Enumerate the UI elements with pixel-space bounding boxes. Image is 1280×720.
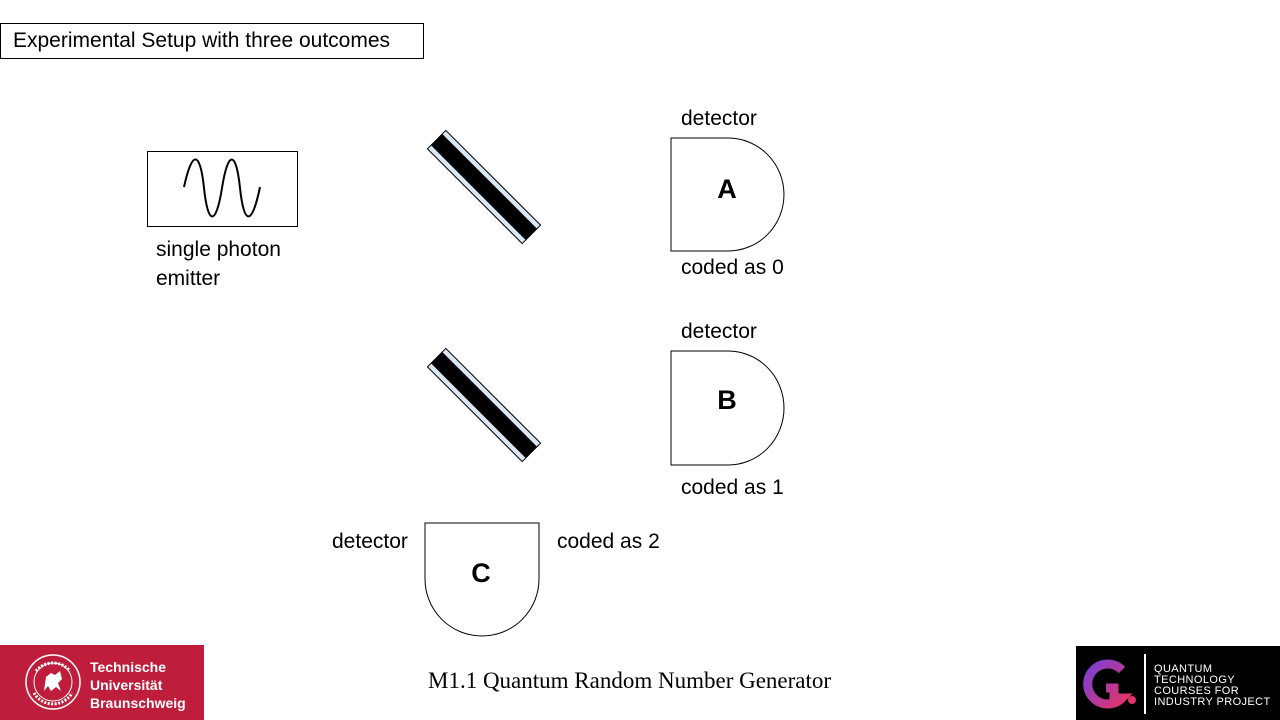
tu-logo-line2: Universität (90, 677, 163, 693)
qt-brand-icon (1083, 659, 1136, 709)
beam-splitter-upper (426, 129, 542, 245)
footer-title: M1.1 Quantum Random Number Generator (428, 668, 832, 693)
slide-title: Experimental Setup with three outcomes (0, 23, 424, 59)
detector-c-caption: detector (332, 530, 408, 553)
qt-logo-line3: COURSES FOR (1154, 685, 1240, 697)
qt-logo-line4: INDUSTRY PROJECT (1154, 696, 1271, 708)
emitter-label: single photon emitter (156, 235, 281, 293)
detector-a-coding: coded as 0 (681, 256, 784, 279)
qt-logo-line1: QUANTUM (1154, 663, 1213, 675)
university-seal-icon (25, 654, 81, 710)
tu-logo-line3: Braunschweig (90, 695, 186, 711)
detector-c-shape (424, 522, 540, 637)
emitter-label-line1: single photon (156, 238, 281, 261)
qt-logo-line2: TECHNOLOGY (1154, 674, 1236, 686)
detector-b-letter: B (717, 385, 737, 415)
tu-logo-text: Technische Universität Braunschweig (90, 658, 186, 712)
beam-splitter-lower (426, 347, 542, 463)
qt-logo-divider (1144, 654, 1146, 714)
detector-c-coding: coded as 2 (557, 530, 660, 553)
detector-a-letter: A (717, 174, 737, 204)
detector-b-coding: coded as 1 (681, 476, 784, 499)
detector-a-caption: detector (681, 107, 757, 130)
qt-logo-text: QUANTUM TECHNOLOGY COURSES FOR INDUSTRY … (1154, 664, 1271, 708)
wave-icon (183, 158, 261, 218)
emitter-label-line2: emitter (156, 267, 221, 290)
photon-emitter (147, 151, 298, 227)
detector-a-shape (670, 137, 785, 252)
detector-b-caption: detector (681, 320, 757, 343)
detector-b-shape (670, 350, 785, 466)
tu-braunschweig-logo: Technische Universität Braunschweig (0, 645, 204, 720)
tu-logo-line1: Technische (90, 659, 166, 675)
detector-c-letter: C (471, 558, 491, 588)
quantum-technology-logo: QUANTUM TECHNOLOGY COURSES FOR INDUSTRY … (1076, 646, 1280, 720)
